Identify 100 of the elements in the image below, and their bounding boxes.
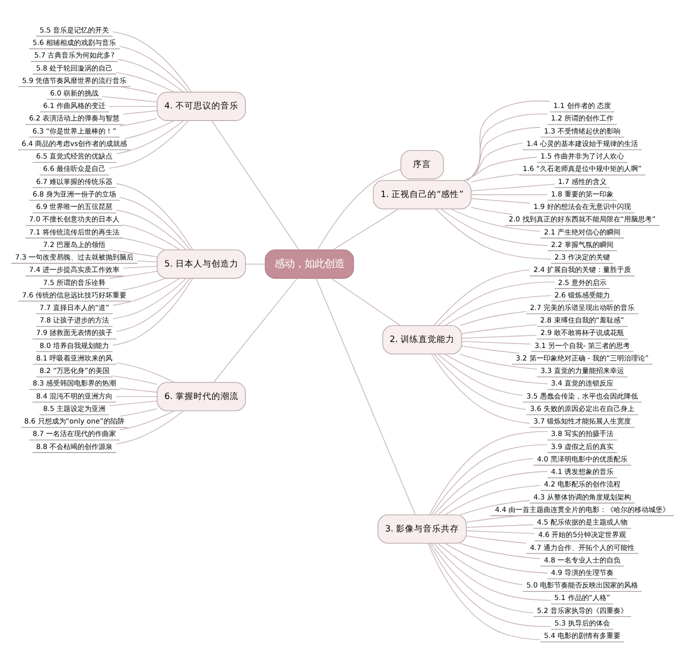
connector	[213, 278, 298, 383]
node-text: 4.6 开始的5分钟决定世界观	[538, 530, 626, 540]
node-text: 8.2 “万恶化身”的美国	[39, 366, 110, 376]
connector	[467, 114, 548, 181]
connector	[122, 278, 166, 290]
node-text: 4.8 一名专业人士的自负	[544, 555, 620, 564]
node-text: 5.0 电影节奏能否反映出国家的风格	[526, 580, 638, 590]
connector	[112, 278, 194, 346]
node-text: 5.9 凭借节奏风靡世界的流行音乐	[22, 76, 127, 85]
node-text: 4.7 通力合作、开拓个人的可能性	[530, 542, 634, 552]
node-text: 2.8 束缚住自我的“羞耻感”	[540, 316, 624, 325]
node-text: 2.7 完美的乐谱呈现出动听的音乐	[530, 303, 634, 312]
node-text: 8.0 培养自我规划能力	[40, 340, 110, 350]
node-box: 5. 日本人与创造力	[156, 250, 246, 279]
node-text: 1.4 心灵的基本建设始于规律的生活	[526, 138, 638, 148]
connector	[466, 530, 535, 534]
node-box: 2. 训练直觉能力	[382, 325, 462, 354]
connector	[461, 334, 537, 339]
connector	[431, 542, 534, 614]
connector	[116, 278, 191, 332]
connector	[316, 278, 416, 516]
connector	[460, 354, 538, 370]
connector	[428, 543, 541, 640]
connector	[438, 471, 548, 516]
node-text: 6.4 商品的考虑vs创作者的成就感	[22, 138, 128, 148]
node-text: 4.0 黑泽明电影中的优质配乐	[536, 454, 628, 464]
connector	[123, 224, 180, 250]
connector	[466, 536, 527, 544]
connector	[434, 354, 526, 410]
connector	[317, 169, 402, 250]
node-text: 4.3 从整体协调的角度规划架构	[533, 492, 631, 502]
node-text: 7.3 一句改变易魄、过去就被抛到脑后	[15, 252, 134, 262]
connector	[461, 340, 532, 344]
node-text: 6.2 表演活动上的弹奏与智慧	[29, 114, 120, 123]
node-text: 2.4 扩展自我的关键：量胜于质	[533, 265, 631, 274]
connector	[429, 431, 548, 516]
connector	[444, 485, 541, 516]
node-text: 7.4 进一步提高实质工作效率	[29, 265, 120, 274]
node-text: 2.0 找到真正的好东西就不能局限在“用脑思考”	[508, 214, 656, 224]
node-text: 8.4 混沌不明的亚洲方向	[36, 391, 113, 400]
connector	[116, 362, 175, 383]
connector	[470, 198, 530, 204]
node-box: 6. 掌握时代的潮流	[156, 382, 246, 412]
node-text: 5.3 执导后的体会	[554, 618, 610, 628]
connector	[112, 278, 187, 320]
node-box: 序言	[400, 150, 444, 180]
node-text: 3.5 愚蠢会传染，水平也会因此降低	[526, 391, 638, 400]
node-text: 1.9 好的想法会在无意识中闪现	[533, 202, 631, 212]
node-text: 5.6 相辅相成的戏剧与音乐	[32, 38, 116, 48]
connector	[108, 120, 189, 169]
node-text: 2.9 敢不敢将杯子说成花瓶	[540, 328, 624, 338]
node-text: 4.4 由一首主题曲连贯全片的电影：《哈尔的移动城堡》	[494, 504, 670, 514]
node-text: 2.5 意外的启示	[558, 278, 606, 287]
connector	[438, 354, 524, 396]
node-text: 4.1 诱发想象的音乐	[550, 467, 614, 476]
connector	[434, 543, 552, 601]
connector	[119, 388, 158, 393]
connector	[470, 174, 520, 182]
connector	[116, 210, 187, 250]
node-text: 1.1 创作者的 态度	[553, 101, 612, 110]
connector	[102, 96, 158, 102]
connector	[470, 207, 513, 215]
node-text: 2.6 锻炼感受能力	[554, 290, 610, 300]
node-text: 2.1 产生绝对信心的瞬间	[544, 227, 620, 236]
node-text: 3.2 第一印象绝对正确 - 我的“三明治理论”	[516, 353, 649, 362]
node-text: 6.3 “你是世界上最棒的！”	[32, 126, 116, 136]
node-text: 1.5 作曲并非为了讨人欢心	[540, 152, 624, 161]
node-text: 6.7 难以掌握的传统乐器	[36, 176, 113, 186]
node-text: 4.9 导演的生理节奏	[550, 568, 614, 577]
node-text: 5.1 作品的“人格”	[554, 593, 610, 602]
node-box: 1. 正视自己的“感性”	[372, 180, 472, 210]
connector	[460, 542, 541, 560]
node-text: 8.6 只想成为“only one”的陷阱	[24, 416, 124, 426]
connector	[466, 524, 534, 528]
connector	[466, 142, 523, 181]
connector	[440, 208, 548, 246]
node-text: 3.9 虚假之后的真实	[550, 442, 614, 451]
connector	[108, 270, 158, 279]
connector	[332, 208, 399, 250]
connector	[460, 500, 530, 516]
node-text: 1.7 感性的含义	[558, 176, 606, 186]
node-text: 5.4 电影的剧情有多重要	[544, 631, 620, 640]
node-text: 2.3 作决定的关键	[554, 252, 610, 262]
node-text: 5.5 音乐是记忆的开关	[40, 25, 110, 34]
connector	[466, 127, 541, 181]
connector	[444, 354, 548, 384]
node-text: 8.3 感受韩国电影界的热潮	[32, 378, 116, 388]
connector	[431, 354, 530, 424]
connector	[116, 72, 175, 92]
node-text: 3.3 直觉的力量能招来幸运	[540, 366, 624, 376]
connector	[461, 324, 538, 334]
node-text: 6.1 作曲风格的变迁	[43, 101, 106, 110]
node-text: 6.5 直觉式经营的优缺点	[36, 152, 113, 161]
connector	[119, 118, 158, 126]
node-text: 7.0 不擅长创意功夫的日本人	[29, 214, 120, 224]
node-text: 7.9 拯救面无表情的孩子	[36, 328, 113, 338]
connector	[122, 238, 166, 250]
connector	[431, 444, 548, 516]
node-text: 1.3 不受情绪起伏的影响	[544, 126, 620, 136]
node-text: 8.5 主题设定为亚洲	[43, 404, 106, 413]
